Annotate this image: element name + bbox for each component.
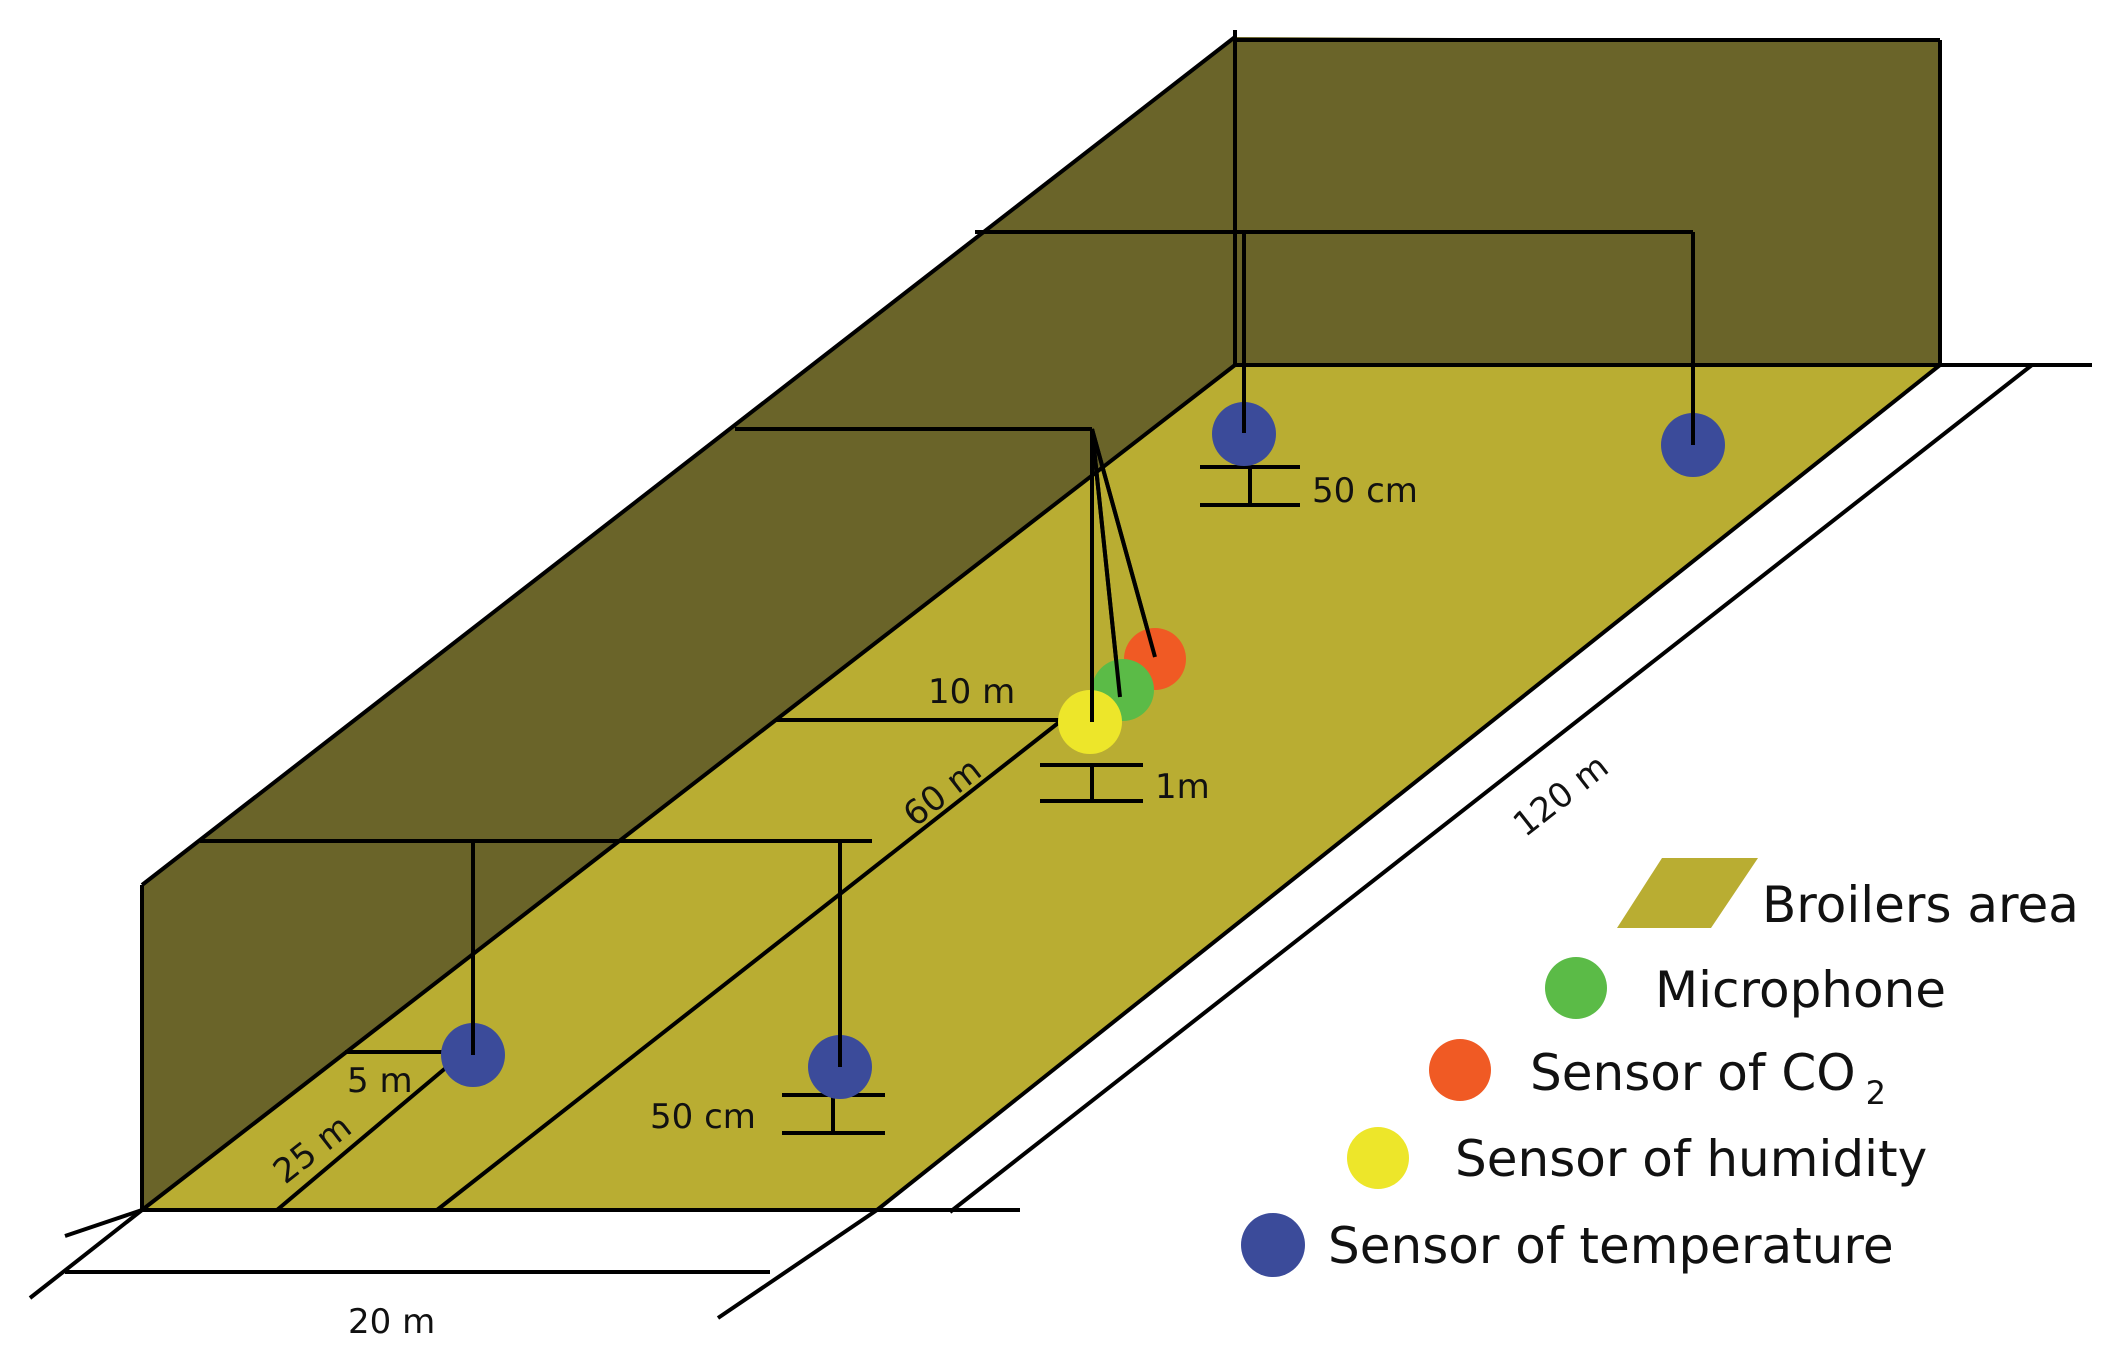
legend-microphone-swatch [1545,957,1607,1019]
dim-front-offset: 5 m [347,1061,413,1101]
legend-temperature-swatch [1241,1213,1305,1277]
dim-width: 20 m [348,1302,435,1342]
floor-broilers-area [142,365,1940,1210]
legend-broilers-area: Broilers area [1762,876,2079,934]
legend-humidity: Sensor of humidity [1455,1130,1927,1188]
back-wall [1235,37,1940,365]
dim-height-front: 50 cm [650,1097,756,1137]
dim-height-back: 50 cm [1312,471,1418,511]
left-wall [142,37,1235,1210]
legend-microphone: Microphone [1655,961,1946,1019]
legend-humidity-swatch [1347,1127,1409,1189]
legend-broilers-area-swatch [1617,858,1758,928]
temperature-sensor-back-left [1212,402,1276,466]
legend-temperature: Sensor of temperature [1328,1217,1894,1275]
legend-co2-swatch [1429,1039,1491,1101]
dim-mid-offset: 10 m [928,672,1015,712]
dim-height-mid: 1m [1155,767,1210,807]
